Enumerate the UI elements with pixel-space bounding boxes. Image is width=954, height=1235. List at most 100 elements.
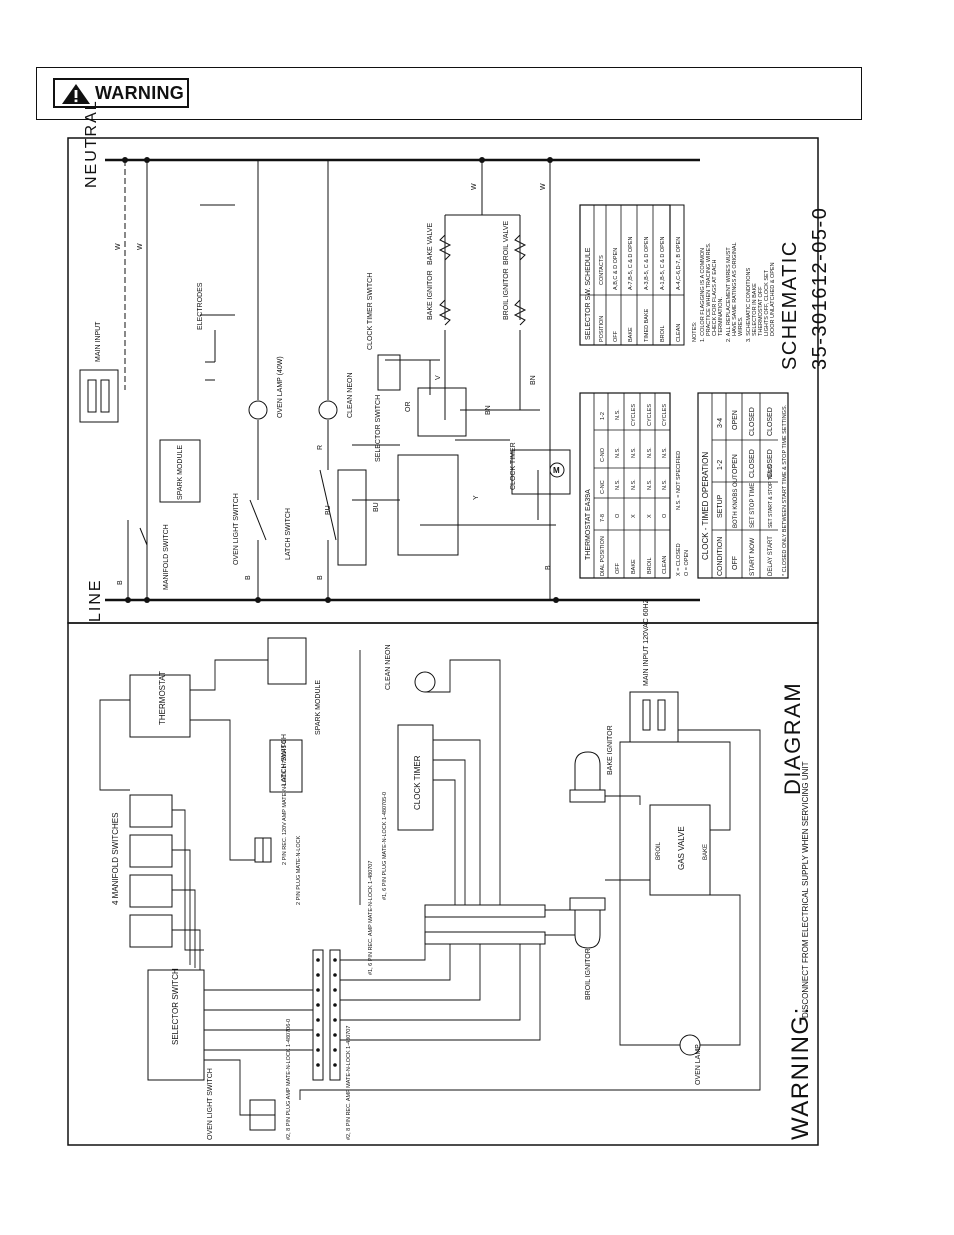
clock-cell: START NOW (749, 537, 756, 576)
selector-table-cell: A-3,B-5, C & D OPEN (644, 236, 650, 290)
note-line: SELECTOR IN BAKE (752, 283, 758, 336)
note-line: NOTES: (692, 321, 698, 342)
oven-lamp-diagram: OVEN LAMP (679, 1034, 702, 1085)
bake-valve-label: BAKE VALVE (427, 223, 434, 265)
note-line: 1. COLOR FLAGGING IS A COMMON (700, 248, 706, 342)
thermostat-cell: N.S. (615, 479, 621, 490)
bake-valve-symbol: BAKE VALVE (427, 223, 452, 265)
wire-tag: W (471, 183, 478, 190)
oven-lamp-label: OVEN LAMP (40W) (277, 356, 284, 418)
clock-timer-diagram: CLOCK TIMER (397, 724, 434, 831)
clock-cell: OPEN (732, 410, 739, 430)
wire-tag: W (540, 183, 547, 190)
bake-ignitor-diagram: BAKE IGNITOR (569, 725, 614, 803)
clean-neon-diagram-label: CLEAN NEON (385, 644, 392, 690)
main-input-label: MAIN INPUT (95, 321, 102, 362)
spark-module-block: SPARK MODULE (159, 439, 201, 503)
clock-cell: CLOSED (749, 407, 756, 436)
broil-valve-label: BROIL VALVE (503, 220, 510, 265)
thermostat-cell: N.S. (615, 409, 621, 420)
thermostat-table-header: 1-2 (600, 412, 606, 420)
electrodes-symbol: ELECTRODES (197, 282, 216, 381)
main-input-diagram: MAIN INPUT 120VAC 60HZ (629, 598, 679, 743)
electrodes-label: ELECTRODES (197, 282, 204, 330)
clock-timer-motor: M CLOCK TIMER (510, 442, 571, 495)
thermostat-cell: O (662, 513, 668, 518)
thermostat-cell: N.S. (615, 447, 621, 458)
bake-ignitor-symbol: BAKE IGNITOR (427, 270, 452, 326)
selector-table-cell: TIMED BAKE (644, 308, 650, 342)
warning-triangle-icon (62, 84, 90, 104)
wire-tag: B (545, 565, 552, 570)
thermostat-cell: OFF (615, 562, 621, 574)
note-line: THERMOSTAT OFF (758, 286, 764, 336)
wire-color-tags: W W W W B B B B R BU BU BN BN Y OR V (115, 183, 552, 585)
selector-switch-label: SELECTOR SWITCH (375, 395, 382, 462)
clock-timer-label: CLOCK TIMER (510, 442, 517, 490)
oven-light-switch-symbol: OVEN LIGHT SWITCH (233, 493, 267, 565)
rail-junctions (122, 157, 559, 603)
thermostat-legend: N.S. = NOT SPECIFIED (676, 451, 682, 510)
oven-light-switch-diagram: OVEN LIGHT SWITCH (207, 1068, 276, 1140)
clock-operation-table: CLOCK - TIMED OPERATION CONDITION SETUP … (697, 392, 789, 579)
latch-switch-label: LATCH SWITCH (285, 508, 292, 560)
clock-cell: OFF (732, 556, 739, 570)
warning-header: WARNING (36, 67, 862, 120)
schematic-wires (124, 160, 556, 600)
wire-tag: BN (485, 405, 492, 415)
clock-cell: CLOSED (767, 449, 774, 478)
bake-ignitor-diagram-label: BAKE IGNITOR (607, 725, 614, 775)
two-pin-rec-label: 2 PIN REC. 120V AMP MATE-N-LOCK 1-770145… (282, 740, 288, 865)
latch-switch-symbol: LATCH SWITCH (285, 469, 337, 560)
selector-switch-block: SELECTOR SWITCH (337, 395, 382, 566)
broil-ignitor-symbol: BROIL IGNITOR (503, 268, 527, 326)
svg-text:M: M (553, 466, 560, 475)
main-input-block: MAIN INPUT (79, 321, 119, 423)
oven-lamp-symbol: OVEN LAMP (40W) (248, 356, 284, 420)
clock-table-header: 3-4 (717, 418, 724, 428)
clock-timer-diagram-label: CLOCK TIMER (413, 755, 422, 810)
selector-switch-diagram-block: SELECTOR SWITCH (147, 968, 205, 1081)
thermostat-cell: N.S. (662, 447, 668, 458)
note-line: PRACTICE WHEN TRACING WIRES. (706, 242, 712, 336)
line-rail-label: LINE (87, 578, 104, 622)
broil-valve-symbol: BROIL VALVE (503, 220, 527, 265)
clean-neon-symbol: CLEAN NEON (318, 372, 354, 420)
thermostat-legend: X = CLOSED (676, 543, 682, 576)
thermostat-table-header: 7-8 (600, 514, 606, 522)
wire-tag: V (435, 375, 442, 380)
clock-cell: SET STOP TIME (750, 483, 756, 528)
oven-light-switch-label: OVEN LIGHT SWITCH (233, 493, 240, 565)
thermostat-cell: CLEAN (662, 556, 668, 574)
thermostat-cell: CYCLES (662, 404, 668, 426)
thermostat-table-header: C-NC (600, 480, 606, 494)
wire-tag: B (117, 580, 124, 585)
diagram-warning: WARNING: (787, 1006, 814, 1140)
broil-ignitor-label: BROIL IGNITOR (503, 268, 510, 320)
thermostat-switch-block (397, 454, 459, 556)
selector-table-clean-row: CLEAN A-4,C-6,D-7, B OPEN (669, 204, 685, 346)
six-pin-rec-label: #1, 6 PIN REC. AMP MATE-N-LOCK 1-480707 (368, 861, 374, 975)
clock-table-header: SETUP (717, 494, 724, 518)
wire-tag: W (115, 243, 122, 250)
selector-table-cell: CLEAN (676, 324, 682, 342)
note-line: DOOR UNLATCHED & OPEN (770, 262, 776, 336)
note-line: LIGHTS OFF, CLOCK SET (764, 269, 770, 336)
warning-badge: WARNING (53, 78, 189, 108)
selector-schedule-table: SELECTOR SW. SCHEDULE POSITION CONTACTS … (579, 204, 671, 346)
selector-table-title: SELECTOR SW. SCHEDULE (585, 247, 592, 340)
selector-table-cell: A,B,C & D OPEN (613, 248, 619, 290)
thermostat-cell: N.S. (647, 479, 653, 490)
selector-table-header: POSITION (599, 316, 605, 342)
clean-neon-label: CLEAN NEON (347, 372, 354, 418)
latch-switch-diagram: LATCH SWITCH (269, 734, 303, 793)
clock-cell: CLOSED (749, 449, 756, 478)
thermostat-cell: BROIL (647, 557, 653, 574)
spark-module-diagram: SPARK MODULE (267, 637, 322, 735)
gas-valve-bake-label: BAKE (703, 844, 709, 860)
oven-light-switch-diagram-label: OVEN LIGHT SWITCH (207, 1068, 214, 1140)
clock-timer-switch-label: CLOCK TIMER SWITCH (367, 273, 374, 350)
latch-switch-diagram-label: LATCH SWITCH (281, 734, 288, 786)
thermostat-cell: CYCLES (631, 404, 637, 426)
clock-table-title: CLOCK - TIMED OPERATION (701, 452, 710, 560)
